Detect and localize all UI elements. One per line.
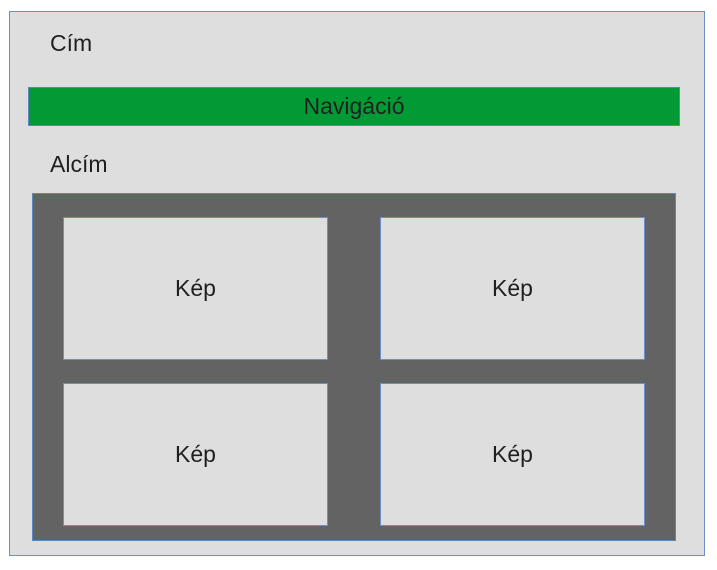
image-gallery: Kép Kép Kép Kép	[32, 193, 676, 541]
image-placeholder[interactable]: Kép	[63, 217, 328, 360]
page-wireframe: Cím Navigáció Alcím Kép Kép Kép Kép	[9, 11, 705, 556]
image-placeholder[interactable]: Kép	[380, 383, 645, 526]
navigation-bar[interactable]: Navigáció	[28, 87, 680, 126]
page-title: Cím	[50, 30, 93, 56]
image-placeholder[interactable]: Kép	[380, 217, 645, 360]
image-placeholder[interactable]: Kép	[63, 383, 328, 526]
page-subtitle: Alcím	[50, 151, 108, 177]
